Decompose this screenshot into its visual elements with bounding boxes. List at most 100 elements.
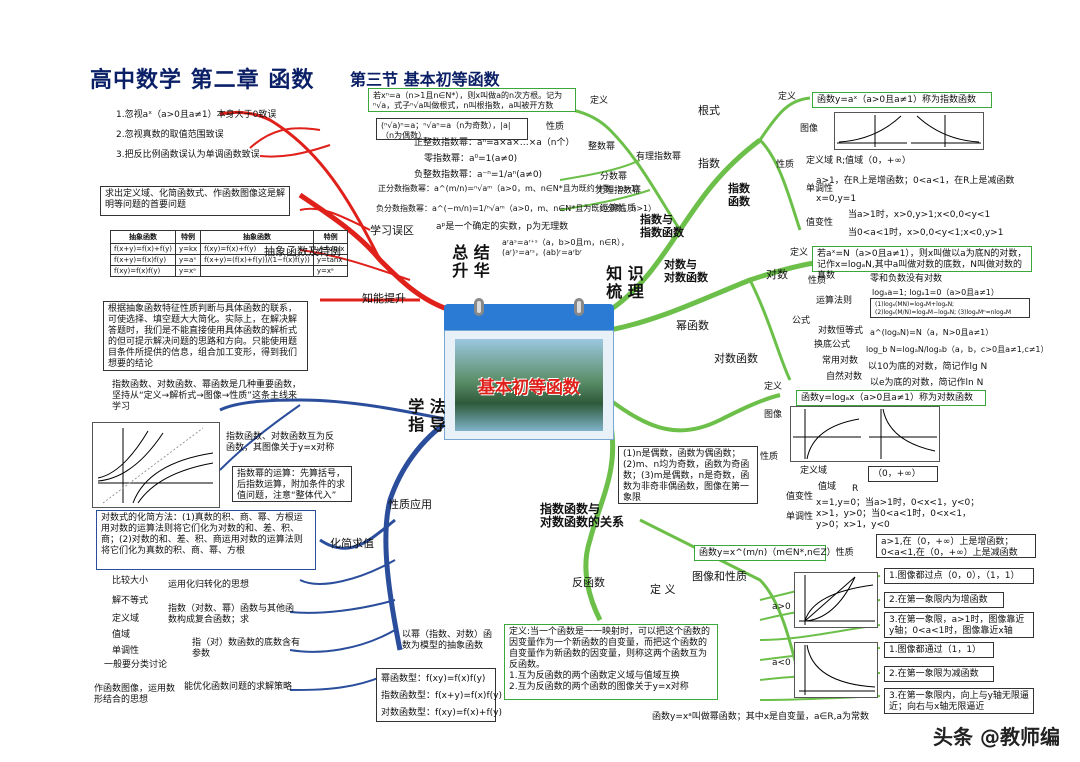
calendar-body: 基本初等函数 (444, 330, 614, 440)
table-header: 特例 (312, 230, 349, 244)
neg-frac: 负分数指数幂：a^(−m/n)=1/ⁿ√aᵐ（a>0，m、n∈N*且为既约分数，… (376, 204, 657, 213)
logf-graph-label: 图像 (764, 410, 783, 420)
ability-text-box: 根据抽象函数特征性质判断与具体函数的联系，可使选择、填空题大大简化。实际上，在解… (103, 301, 308, 371)
power-pos-3: 3.在第一象限，a>1时，图像靠近y轴；0<a<1时，图像靠近x轴 (884, 612, 1034, 638)
abstract-table-wrap: 抽象函数 特例 抽象函数 特例 f(x+y)=f(x)+f(y) y=kx f(… (110, 230, 349, 277)
graph-prop-label: 图像和性质 (692, 570, 747, 583)
power-footer: 函数y=xᵃ叫做幂函数；其中x是自变量，a∈R,a为常数 (652, 712, 870, 722)
power-pos-1: 1.图像都过点（0，0），（1，1） (884, 568, 1034, 584)
log-natural: 以e为底的对数，简记作ln N (870, 378, 984, 388)
neg-power: 负整数指数幂：a⁻ⁿ=1/aⁿ(a≠0) (414, 170, 543, 180)
exp-curves-icon (837, 115, 981, 147)
model-item: 幂函数型：f(xy)=f(x)f(y) (381, 674, 486, 684)
abstract-func-label: 抽象函数及特例 (264, 245, 341, 258)
exp-func-label: 指数 函数 (728, 182, 750, 208)
exp-rules: aʳaˢ=aʳ⁺ˢ（a，b>0且m，n∈R），(aʳ)ˢ=aʳˢ，(ab)ʳ=a… (502, 238, 629, 257)
logf-prop-label: 性质 (760, 452, 779, 462)
inverse-rule-2: 2.互为反函数的两个函数的图像关于y=x对称 (509, 682, 689, 692)
inequality-label: 解不等式 (112, 596, 149, 606)
warning-1: 1.忽视aˣ（a>0且a≠1）本身大于0致误 (116, 110, 277, 120)
log-natural-label: 自然对数 (826, 372, 863, 382)
log-change: log_b N=logₐN/logₐb（a，b，c>0且a≠1,c≠1） (866, 345, 1049, 354)
relation-label: 指数函数与 对数函数的关系 (540, 502, 625, 529)
simplify-box: 对数式的化简方法：(1)真数的积、商、幂、方根运用对数的运算法则将它们化为对数的… (96, 510, 316, 570)
exp-vary-1: 当a>1时，x>0,y>1;x<0,0<y<1 (848, 210, 991, 220)
green-branch-line (758, 138, 802, 231)
exp-branch-label: 指数与 指数函数 (640, 213, 684, 239)
range-label: 值域 (112, 630, 131, 640)
red-branch-line (259, 144, 331, 158)
calendar-header (444, 304, 614, 330)
exp-prop-label: 性质 (776, 160, 795, 170)
logf-range-label: 值域 (818, 482, 837, 492)
a-neg-label: a<0 (772, 658, 791, 668)
warning-2: 2.忽视真数的取值范围致误 (116, 130, 224, 140)
root-label: 根式 (698, 104, 720, 117)
mono-label: 单调性 (112, 646, 140, 656)
power-neg-2: 2.在第一象限为减函数 (884, 666, 994, 682)
exp-label: 指数 (698, 157, 720, 170)
irr-text: aᵖ是一个确定的实数，p为无理数 (436, 222, 569, 232)
int-power: 正整数指数幂：aⁿ=a×a×…×a（n个） (414, 138, 575, 148)
blue-branch-line (289, 599, 396, 614)
log-def-label: 定义 (790, 248, 809, 258)
power-op-note: 指数幂的运算：先算括号，后指数运算，附加条件的求值问题，注意“整体代入” (232, 466, 352, 502)
exp-domain: 定义域 R;值域（0，+∞） (806, 156, 911, 166)
exp-func-def-label: 定义 (778, 92, 797, 102)
green-branch-line (748, 279, 792, 381)
exp-graph-label: 图像 (800, 124, 819, 134)
center-label: 基本初等函数 (478, 378, 580, 398)
a-pos-label: a>0 (772, 602, 791, 612)
log-common-label: 常用对数 (822, 356, 859, 366)
power-func-label: 幂函数 (676, 319, 709, 332)
warning-3: 3.把反比例函数误认为单调函数致误 (116, 150, 260, 160)
power-neg-graph (794, 642, 878, 698)
logf-def-label: 定义 (764, 382, 783, 392)
calendar-ring-icon (574, 298, 584, 316)
exp-func-graph (834, 112, 984, 150)
method-intro: 指数函数、对数函数、幂函数是几种重要函数，坚持从“定义→解析式→图像→性质”这条… (112, 380, 302, 412)
exp-log-graph (92, 422, 220, 508)
param-text: 指（对）数函数的底数含有参数 (192, 638, 301, 659)
green-branch-line (583, 419, 616, 622)
log-rules-label: 运算法则 (816, 296, 853, 306)
table-header: 特例 (174, 230, 202, 244)
ability-label: 知能提升 (362, 292, 406, 305)
exp-mono-label: 单调性 (806, 184, 834, 194)
green-branch-line (758, 96, 811, 141)
logf-vary-label: 值变性 (786, 492, 814, 502)
table-row: f(x+y)=f(x)f(y) y=aˣ f(x+y)=(f(x)+f(y))/… (110, 254, 349, 266)
root-prop-label: 性质 (546, 122, 565, 132)
log-prop-2: logₐa=1; logₐ1=0（a>0且a≠1） (872, 288, 999, 297)
graph-text: 能优化函数问题的求解策略 (184, 682, 293, 692)
exp-vary-2: 当0<a<1时，x>0,0<y<1;x<0,y>1 (848, 228, 1004, 238)
logf-range: R (852, 484, 859, 494)
red-branch-line (219, 110, 382, 261)
exp-log-curves-icon (97, 427, 214, 504)
blue-branch-line (289, 629, 396, 653)
log-def: 若aˣ=N（a>0且a≠1），则x叫做以a为底N的对数，记作x=logₐN,其中… (812, 246, 1032, 281)
domain-label: 定义域 (112, 614, 140, 624)
root-def-label: 定义 (590, 96, 609, 106)
exp-func-def: 函数y=aˣ（a>0且a≠1）称为指数函数 (812, 92, 992, 108)
abstract-model: 以幂（指数、对数）函数为模型的抽象函数 (402, 630, 493, 651)
blue-branch-line (319, 518, 396, 550)
table-header: 抽象函数 (110, 230, 176, 244)
ops-label: 运算性质 (600, 204, 637, 214)
power-pos-graph (794, 572, 878, 628)
green-branch-line (609, 259, 821, 333)
log-prop-label: 性质 (808, 276, 827, 286)
green-branch-line (608, 393, 781, 433)
model-item: 对数函数型：f(xy)=f(x)+f(y) (381, 708, 502, 718)
table-header: 抽象函数 (200, 230, 314, 244)
section-title: 第三节 基本初等函数 (350, 70, 500, 89)
compare-label: 比较大小 (112, 576, 149, 586)
case-label: 一般要分类讨论 (104, 660, 168, 670)
green-branch-line (559, 159, 641, 181)
log-prop-text: 零和负数没有对数 (870, 274, 943, 284)
compare-text: 运用化归转化的思想 (168, 580, 250, 590)
logf-def: 函数y=logₐx（a>0且a≠1）称为对数函数 (796, 390, 986, 406)
logf-domain: （0，+∞） (868, 466, 938, 482)
log-branch-label: 对数与 对数函数 (664, 258, 708, 284)
